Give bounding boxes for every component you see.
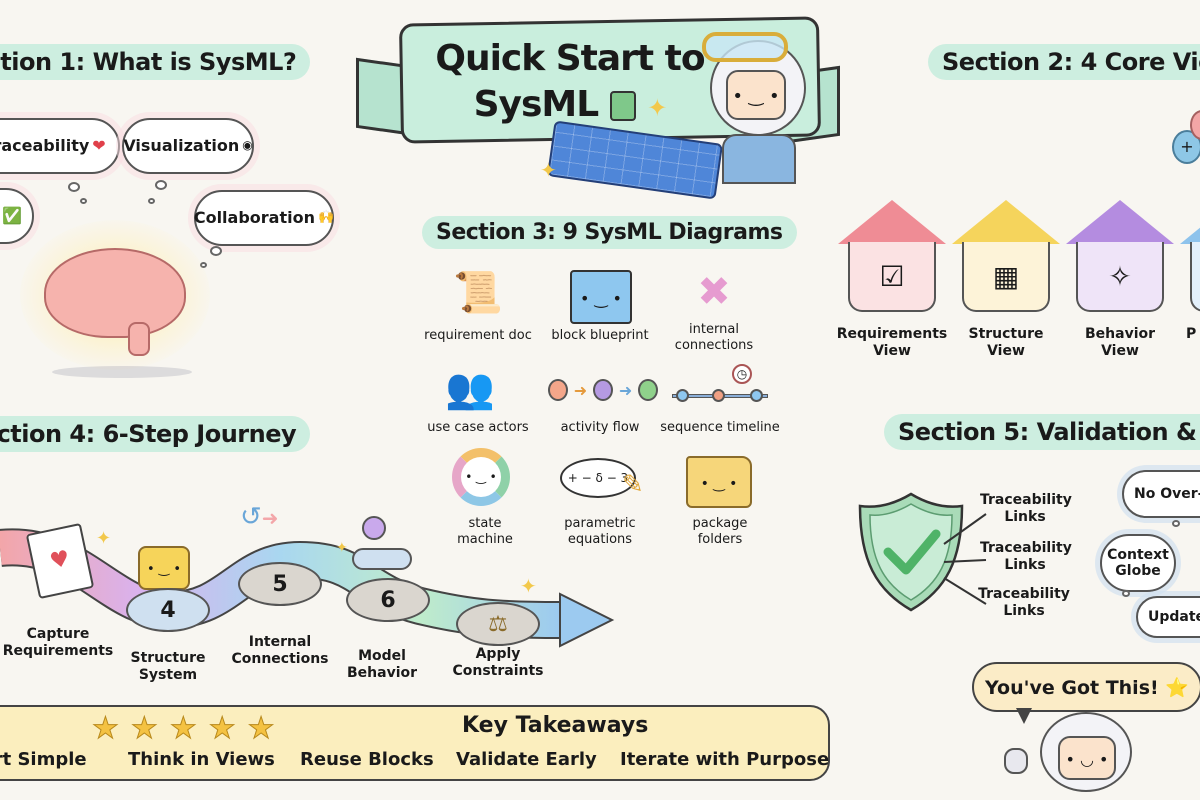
diagram-label: requirement doc <box>424 328 532 343</box>
diagram-label: use case actors <box>427 420 529 435</box>
step-stone-4: 4 <box>126 588 210 632</box>
cloud-visualization: Visualization ◉ <box>122 118 254 174</box>
cloud-traceability: Traceability ❤ <box>0 118 120 174</box>
scroll-icon: 📜 <box>453 269 503 316</box>
diagram-label: block blueprint <box>551 328 649 343</box>
traceability-link-label: Traceability Links <box>980 540 1072 573</box>
view-requirements: ☑ <box>838 200 946 312</box>
shield-check-icon <box>858 492 964 612</box>
section2-heading: Section 2: 4 Core Views <box>928 44 1200 80</box>
step-stone-5: 5 <box>238 562 322 606</box>
path-icon: ✧ <box>1076 242 1164 312</box>
cloud-label: Collaboration <box>193 207 315 227</box>
swirl-arrows-icon: ↺➜ <box>240 502 279 532</box>
cloud-collaboration: Collaboration 🙌 <box>194 190 334 246</box>
pencil-icon: ✎ <box>622 470 644 500</box>
scales-icon: ⚖ <box>456 602 540 646</box>
journey-path <box>0 528 615 648</box>
view-label: Behavior View <box>1084 326 1156 359</box>
view-behavior: ✧ <box>1066 200 1174 312</box>
flow-icon <box>362 516 386 540</box>
handshake-icon: 🙌 <box>317 209 335 225</box>
view-label: Requirements View <box>836 326 948 359</box>
star-icon: ★ <box>130 711 158 747</box>
star-icon: ★ <box>247 711 275 747</box>
takeaway-item: Validate Early <box>456 749 597 770</box>
takeaway-item: Start Simple <box>0 749 87 770</box>
brain-shadow <box>52 366 192 378</box>
star-icon: ★ <box>92 711 120 747</box>
section3-heading: Section 3: 9 SysML Diagrams <box>422 216 797 249</box>
encouragement-speech-bubble: You've Got This! ⭐ <box>972 662 1200 712</box>
waving-hand-icon <box>1004 748 1028 774</box>
checkmark-icon: ✅ <box>2 205 22 225</box>
activity-icon: ➜ ➜ <box>548 370 659 410</box>
brain-stem <box>128 322 150 356</box>
star-icon: ★ <box>169 711 197 747</box>
view-label: P <box>1186 326 1197 342</box>
flow-ribbon <box>352 548 412 570</box>
brain-icon <box>44 248 186 338</box>
puzzle-icon: • ‿ • <box>138 546 190 590</box>
calculator-icon <box>609 91 636 121</box>
mascot-goggles <box>702 32 788 62</box>
page-title: Quick Start to SysML ✦ <box>435 38 705 125</box>
pitfall-cloud-overmodeling: No Over-Modeling <box>1122 470 1200 518</box>
takeaway-item: Think in Views <box>128 749 275 770</box>
eye-icon: ◉ <box>242 138 253 153</box>
tubes-icon: ✖ <box>697 269 731 315</box>
section1-heading: Section 1: What is SysML? <box>0 44 311 80</box>
takeaways-heading: Key Takeaways <box>462 713 649 738</box>
diagram-label: sequence timeline <box>660 420 780 435</box>
balloon-icon: + <box>1172 130 1200 164</box>
diagram-label: activity flow <box>560 420 640 435</box>
pitfall-cloud-context-globe: Context Globe <box>1100 534 1176 592</box>
cloud-label: Traceability <box>0 135 90 155</box>
speech-tail <box>1016 708 1032 724</box>
takeaway-item: Reuse Blocks <box>300 749 434 770</box>
section4-heading: Section 4: 6-Step Journey <box>0 416 311 452</box>
section5-heading: Section 5: Validation & Pitfalls <box>884 414 1200 450</box>
cloud-clarity: ✅ <box>0 188 34 244</box>
sparkle-icon: ✦ <box>540 158 557 182</box>
mascot-body <box>722 134 796 184</box>
star-icon: ★ <box>208 711 236 747</box>
view-fourth <box>1180 200 1200 312</box>
star-rating: ★ ★ ★ ★ ★ <box>92 711 276 747</box>
mascot-face: • ‿ • <box>726 70 786 120</box>
takeaway-item: Iterate with Purpose <box>620 749 830 770</box>
sparkle-icon: ✦ <box>96 528 112 549</box>
cube-icon: • ‿ • <box>570 270 632 324</box>
sparkle-icon: ✦ <box>336 540 348 556</box>
state-wheel-icon: • ‿ • <box>452 448 510 506</box>
mascot-waving-face: • ◡ • <box>1058 736 1116 780</box>
cloud-label: Visualization <box>123 135 240 155</box>
traceability-link-label: Traceability Links <box>978 586 1070 619</box>
pitfall-cloud-update: Update <box>1136 596 1200 638</box>
heart-icon: ❤ <box>92 135 106 155</box>
sparkle-icon: ✦ <box>647 94 667 122</box>
traceability-link-label: Traceability Links <box>980 492 1072 525</box>
view-structure: ▦ <box>952 200 1060 312</box>
folder-icon: • ‿ • <box>686 456 752 508</box>
actors-icon: 👥 <box>445 365 495 412</box>
checklist-icon: ☑ <box>848 242 936 312</box>
blocks-icon: ▦ <box>962 242 1050 312</box>
equation-bubble-icon: + − δ − 3 <box>560 458 636 498</box>
link-lines <box>943 513 987 605</box>
key-takeaways-panel: ★ ★ ★ ★ ★ Key Takeaways Start Simple Thi… <box>0 705 830 781</box>
view-label: Structure View <box>968 326 1044 359</box>
timeline-icon: ◷ <box>672 364 768 410</box>
sparkle-icon: ✦ <box>520 574 537 598</box>
step-stone-6: 6 <box>346 578 430 622</box>
